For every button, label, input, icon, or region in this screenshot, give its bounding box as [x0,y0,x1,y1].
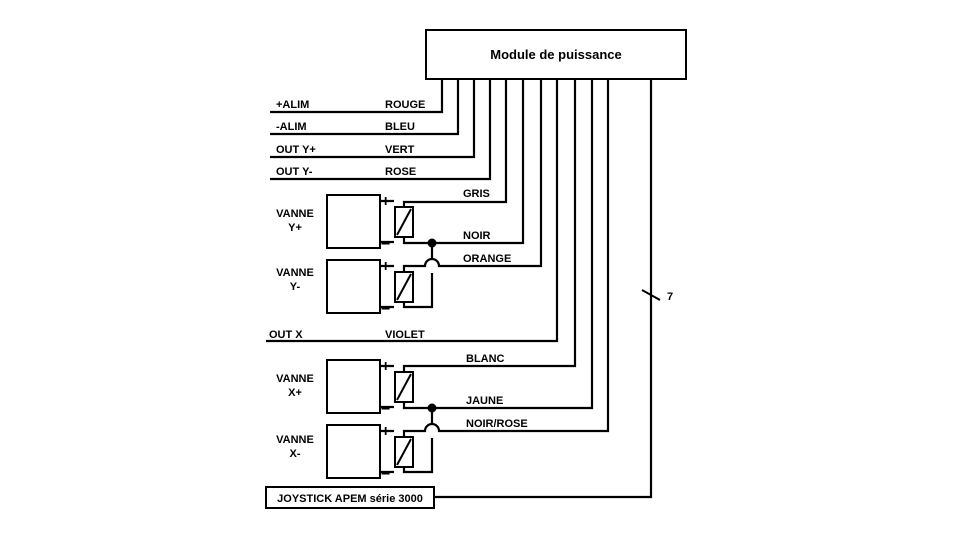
wire-gris [402,79,508,207]
valve-x-plus-plus: + [381,358,390,375]
joystick-label: JOYSTICK APEM série 3000 [277,493,423,505]
valve-y-plus-box [326,194,381,249]
label-jaune: JAUNE [466,395,503,407]
label-bleu: BLEU [385,121,415,133]
label-gris: GRIS [463,188,490,200]
valve-x-plus-label-1: VANNE [276,373,314,385]
wire-out-y-neg [270,79,492,181]
label-rouge: ROUGE [385,99,425,111]
valve-x-minus-box [326,424,381,479]
valve-y-plus-label-1: VANNE [276,208,314,220]
wire-common-y [402,243,434,309]
bus-7-wires [434,79,653,499]
label-noir: NOIR [463,230,491,242]
wire-common-x [402,408,434,474]
label-vert: VERT [385,144,415,156]
wire-noir [402,79,525,245]
label-orange: ORANGE [463,253,511,265]
label-alim-pos: +ALIM [276,99,309,111]
bus-count: 7 [667,291,673,303]
valve-x-minus-label-2: X- [290,448,301,460]
valve-y-plus-plus: + [381,193,390,210]
valve-y-minus-label-2: Y- [290,281,301,293]
wire-alim-neg [270,79,460,136]
valve-x-plus-box [326,359,381,414]
power-module-title: Module de puissance [490,47,621,62]
label-rose: ROSE [385,166,416,178]
valve-y-minus-box [326,259,381,314]
valve-y-minus-minus: − [381,301,390,318]
valve-y-minus-label-1: VANNE [276,267,314,279]
valve-y-minus-plus: + [381,258,390,275]
valve-y-plus-minus: − [381,236,390,253]
power-module-box [425,29,687,80]
wire-alim-pos [270,79,444,114]
valve-x-plus-minus: − [381,401,390,418]
valve-x-minus-label-1: VANNE [276,434,314,446]
valve-x-minus-minus: − [381,466,390,483]
label-violet: VIOLET [385,329,425,341]
bus-tick [641,289,661,301]
wire-jaune [402,79,594,410]
wire-out-y-pos [270,79,476,159]
label-out-y-pos: OUT Y+ [276,144,316,156]
label-out-y-neg: OUT Y- [276,166,313,178]
wire-blanc [402,79,577,372]
joystick-box [265,486,435,509]
label-noir-rose: NOIR/ROSE [466,418,528,430]
valve-x-minus-plus: + [381,423,390,440]
label-out-x: OUT X [269,329,303,341]
valve-x-plus-label-2: X+ [288,387,302,399]
valve-y-plus-label-2: Y+ [288,222,302,234]
wire-out-x [266,79,559,343]
label-blanc: BLANC [466,353,505,365]
label-alim-neg: -ALIM [276,121,307,133]
